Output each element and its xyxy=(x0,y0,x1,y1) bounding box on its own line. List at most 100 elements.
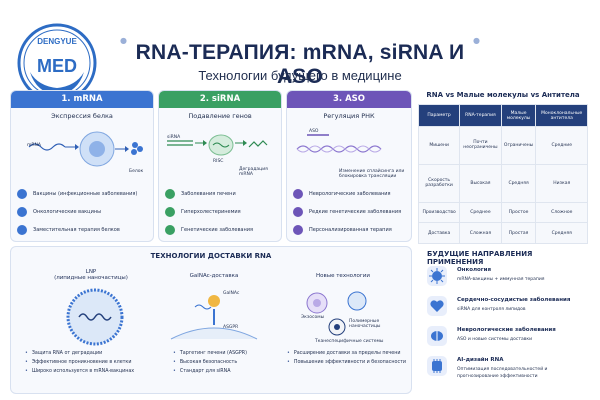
future-item: Сердечно-сосудистые заболевания siRNA дл… xyxy=(417,296,590,326)
dna-icon xyxy=(293,207,303,217)
page-subtitle: Технологии будущего в медицине xyxy=(198,68,402,83)
label-mrna: mRNA xyxy=(27,143,41,148)
delivery-section: ТЕХНОЛОГИИ ДОСТАВКИ RNA LNP (липидные на… xyxy=(10,246,412,394)
list-item: Персонализированная терапия xyxy=(293,221,407,239)
panel-aso-subtitle: Регуляция РНК xyxy=(323,112,375,120)
list-item: Эффективное проникновение в клетки xyxy=(25,358,153,367)
panel-mrna: 1. mRNA Экспрессия белка mRNA Белок Вакц… xyxy=(10,90,154,242)
label-tissue: Тканеспецифичные системы xyxy=(315,339,384,344)
table-cell: Сложное xyxy=(535,201,588,224)
future-section: БУДУЩИЕ НАПРАВЛЕНИЯ ПРИМЕНЕНИЯ Онкология… xyxy=(417,246,590,394)
table-row: Мишени Почти неограничены Ограничены Сре… xyxy=(417,126,588,165)
list-item: Высокая безопасность xyxy=(173,358,283,367)
table-cell: Почти неограничены xyxy=(459,126,502,165)
table-header-cell: RNA-терапия xyxy=(459,104,502,127)
new-tech-title: Новые технологии xyxy=(316,273,370,279)
heart-icon xyxy=(427,296,447,316)
shield-icon xyxy=(17,189,27,199)
table-cell: Мишени xyxy=(417,126,461,165)
panel-sirna-head: 2. siRNA xyxy=(159,91,281,108)
galnac-list: Таргетинг печени (ASGPR) Высокая безопас… xyxy=(173,349,283,376)
brain-icon xyxy=(293,189,303,199)
decor-dot: ● xyxy=(473,36,480,45)
table-cell: Скорость разработки xyxy=(417,163,461,203)
delivery-title: ТЕХНОЛОГИИ ДОСТАВКИ RNA xyxy=(150,252,272,260)
table-cell: Средние xyxy=(535,126,588,165)
list-item: Вакцины (инфекционные заболевания) xyxy=(17,185,149,203)
list-item: Стандарт для siRNA xyxy=(173,367,283,376)
list-item: Заболевания печени xyxy=(165,185,277,203)
table-cell: Низкая xyxy=(535,163,588,203)
panel-aso: 3. ASO Регуляция РНК ASO Изменение сплай… xyxy=(286,90,412,242)
table-cell: Высокая xyxy=(459,163,502,203)
label-sirna: siRNA xyxy=(167,135,181,140)
future-item: AI-дизайн RNA Оптимизация последовательн… xyxy=(417,356,590,386)
sirna-illustration xyxy=(167,134,268,156)
label-aso-effect: Изменение сплайсинга или блокировка тран… xyxy=(339,169,405,179)
lnp-list: Защита RNA от деградации Эффективное про… xyxy=(25,349,153,376)
label-protein: Белок xyxy=(129,169,144,174)
label-galnac: GalNAc xyxy=(223,291,240,296)
panel-sirna-subtitle: Подавление генов xyxy=(188,112,252,120)
future-item: Неврологические заболевания ASO и новые … xyxy=(417,326,590,356)
label-polymer: Полимерные наночастицы xyxy=(349,319,381,329)
new-tech-illustration xyxy=(306,291,367,336)
svg-text:MED: MED xyxy=(37,56,77,76)
svg-text:DENGYUE: DENGYUE xyxy=(37,37,77,46)
table-cell: Среднее xyxy=(459,201,502,224)
list-item: Широко используется в mRNA-вакцинах xyxy=(25,367,153,376)
table-row: Скорость разработки Высокая Средняя Низк… xyxy=(417,163,588,203)
label-risc: RISC xyxy=(213,159,224,164)
page-title: RNA-ТЕРАПИЯ: mRNA, siRNA И ASO xyxy=(135,41,465,88)
mrna-illustration xyxy=(28,131,143,167)
dna-icon xyxy=(165,225,175,235)
aso-illustration xyxy=(296,134,382,153)
table-header-row: Параметр RNA-терапия Малые молекулы Моно… xyxy=(417,104,588,127)
list-item: Редкие генетические заболевания xyxy=(293,203,407,221)
comparison-table: Параметр RNA-терапия Малые молекулы Моно… xyxy=(417,104,588,244)
list-item: Расширение доставки за пределы печени xyxy=(287,349,411,358)
list-item: Онкологические вакцины xyxy=(17,203,149,221)
table-cell: Средняя xyxy=(500,163,537,203)
table-header-cell: Параметр xyxy=(417,104,461,127)
table-header-cell: Малые молекулы xyxy=(500,104,537,127)
table-row: Доставка Сложная Простая Средняя xyxy=(417,222,588,244)
future-title: БУДУЩИЕ НАПРАВЛЕНИЯ ПРИМЕНЕНИЯ xyxy=(427,250,533,266)
syringe-icon xyxy=(17,225,27,235)
lnp-title: LNP (липидные наночастицы) xyxy=(54,269,128,281)
list-item: Защита RNA от деградации xyxy=(25,349,153,358)
label-aso: ASO xyxy=(309,129,319,134)
list-item: Заместительная терапия белков xyxy=(17,221,149,239)
galnac-illustration xyxy=(170,295,258,340)
table-cell: Простая xyxy=(500,222,537,244)
table-header-cell: Моноклональные антитела xyxy=(535,104,588,127)
panel-aso-head: 3. ASO xyxy=(287,91,411,108)
brain-icon xyxy=(427,326,447,346)
list-item: Гиперхолестеринемия xyxy=(165,203,277,221)
liver-icon xyxy=(165,189,175,199)
list-item: Повышение эффективности и безопасности xyxy=(287,358,411,367)
table-cell: Сложная xyxy=(459,222,502,244)
decor-dot: ● xyxy=(120,36,127,45)
panel-mrna-subtitle: Экспрессия белка xyxy=(51,112,113,120)
table-cell: Ограничены xyxy=(500,126,537,165)
ai-chip-icon xyxy=(427,356,447,376)
table-row: Производство Среднее Простое Сложное xyxy=(417,201,588,224)
panel-sirna: 2. siRNA Подавление генов siRNA RISC Дег… xyxy=(158,90,282,242)
lnp-illustration xyxy=(66,288,124,346)
panel-mrna-head: 1. mRNA xyxy=(11,91,153,108)
label-exosomes: Экзосомы xyxy=(301,315,325,320)
galnac-title: GalNAc-доставка xyxy=(189,273,239,279)
table-cell: Доставка xyxy=(417,222,461,244)
cell-icon xyxy=(17,207,27,217)
table-cell: Производство xyxy=(417,201,461,224)
future-item: Онкология mRNA-вакцины + иммунная терапи… xyxy=(417,266,590,296)
virus-icon xyxy=(427,266,447,286)
list-item: Генетические заболевания xyxy=(165,221,277,239)
droplet-icon xyxy=(165,207,175,217)
comparison-title: RNA vs Малые молекулы vs Антитела xyxy=(426,91,580,99)
table-cell: Простое xyxy=(500,201,537,224)
label-mrna-degradation: Деградация mRNA xyxy=(239,167,268,177)
label-asgpr: ASGPR xyxy=(223,325,239,330)
table-cell: Средняя xyxy=(535,222,588,244)
